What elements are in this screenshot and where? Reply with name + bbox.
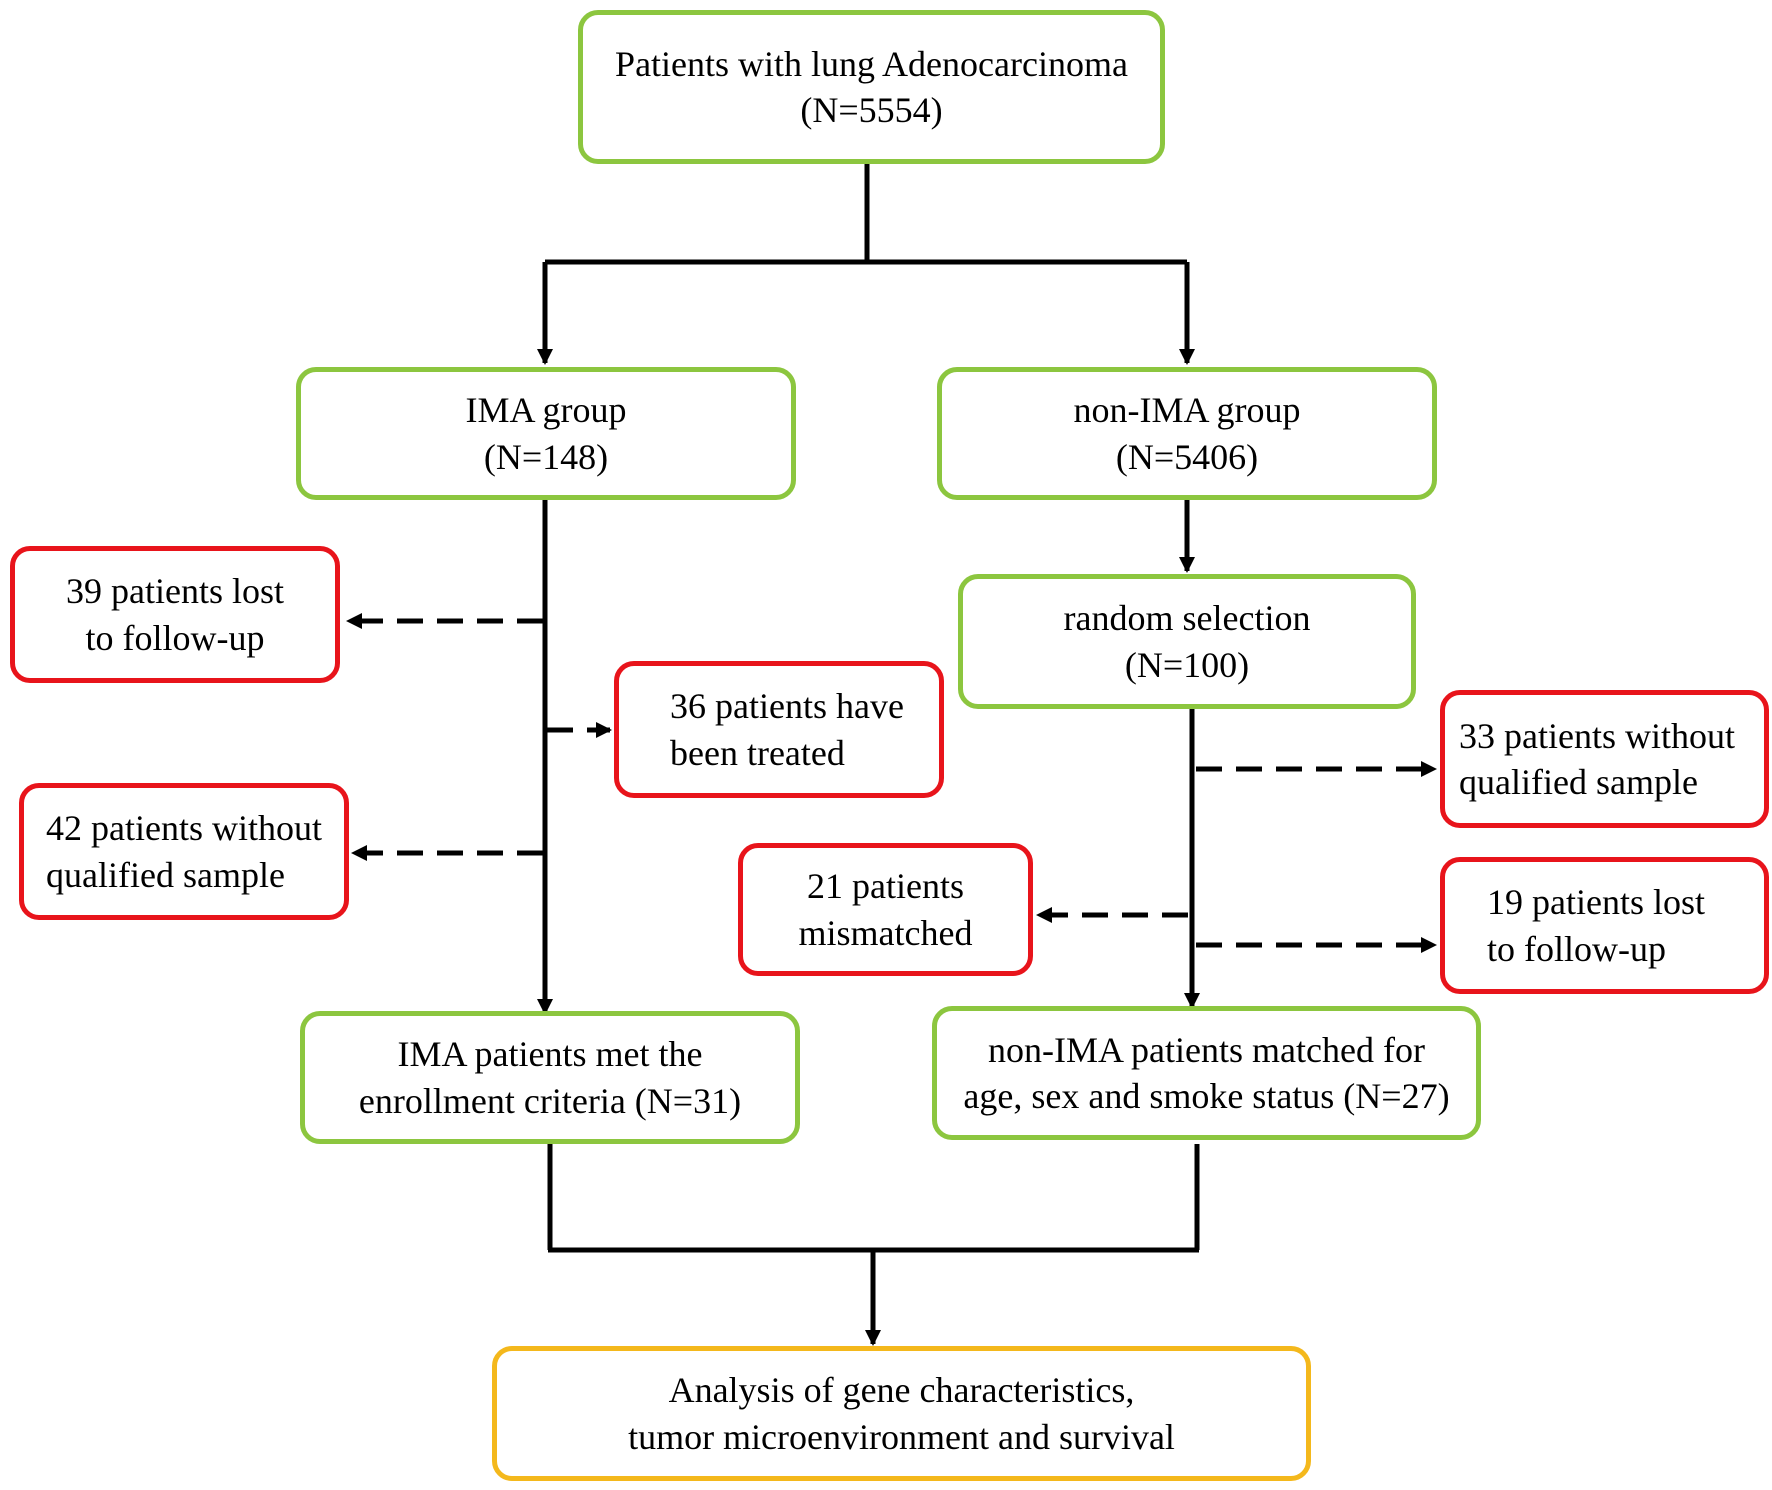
node-ima-treated-line-2: been treated — [670, 732, 845, 773]
node-ima-treated-line-1: 36 patients have — [670, 686, 904, 727]
node-ima-no-sample: 42 patients without qualified sample — [19, 783, 349, 920]
node-ima-lost-followup-line-2: to follow-up — [85, 617, 265, 658]
node-non-ima-group-line-2: (N=5406) — [1115, 436, 1259, 477]
node-analysis-line-1: Analysis of gene characteristics, — [668, 1370, 1135, 1411]
node-non-ima-no-sample-line-2: qualified sample — [1459, 762, 1698, 802]
node-analysis: Analysis of gene characteristics, tumor … — [492, 1346, 1311, 1481]
node-non-ima-matched-line-2: age, sex and smoke status (N=27) — [963, 1076, 1450, 1116]
node-non-ima-lost-followup: 19 patients lost to follow-up — [1440, 857, 1769, 994]
node-non-ima-matched-line-1: non-IMA patients matched for — [988, 1029, 1425, 1070]
node-analysis-line-2: tumor microenvironment and survival — [628, 1416, 1175, 1457]
node-ima-no-sample-line-2: qualified sample — [46, 854, 285, 895]
node-ima-treated: 36 patients have been treated — [614, 661, 944, 798]
node-ima-lost-followup-line-1: 39 patients lost — [66, 571, 284, 612]
node-random-selection: random selection (N=100) — [958, 574, 1416, 709]
node-ima-group-line-2: (N=148) — [483, 436, 609, 477]
node-all-patients-line-2: (N=5554) — [800, 90, 943, 130]
node-random-selection-line-1: random selection — [1063, 598, 1311, 639]
node-ima-group-line-1: IMA group — [465, 390, 627, 431]
node-ima-enrolled-line-1: IMA patients met the — [397, 1034, 703, 1075]
node-ima-no-sample-line-1: 42 patients without — [46, 808, 322, 849]
merge-connector-bottom — [547, 1144, 1200, 1253]
node-non-ima-lost-followup-line-1: 19 patients lost — [1487, 882, 1705, 923]
node-non-ima-group: non-IMA group (N=5406) — [937, 367, 1437, 500]
node-non-ima-matched: non-IMA patients matched for age, sex an… — [932, 1006, 1481, 1140]
node-ima-group: IMA group (N=148) — [296, 367, 796, 500]
node-non-ima-mismatched-line-2: mismatched — [798, 912, 973, 953]
node-all-patients: Patients with lung Adenocarcinoma (N=555… — [578, 10, 1165, 164]
node-non-ima-mismatched: 21 patients mismatched — [738, 843, 1033, 976]
node-non-ima-group-line-1: non-IMA group — [1073, 390, 1301, 431]
node-random-selection-line-2: (N=100) — [1124, 644, 1250, 685]
node-ima-enrolled-line-2: enrollment criteria (N=31) — [358, 1080, 742, 1121]
node-non-ima-no-sample-line-1: 33 patients without — [1459, 715, 1735, 756]
split-connector-top — [545, 164, 1187, 265]
node-non-ima-mismatched-line-1: 21 patients — [807, 866, 964, 907]
node-ima-lost-followup: 39 patients lost to follow-up — [10, 546, 340, 683]
node-non-ima-lost-followup-line-2: to follow-up — [1487, 928, 1666, 969]
node-non-ima-no-sample: 33 patients without qualified sample — [1440, 690, 1769, 828]
node-ima-enrolled: IMA patients met the enrollment criteria… — [300, 1011, 800, 1144]
node-all-patients-line-1: Patients with lung Adenocarcinoma — [615, 43, 1128, 84]
